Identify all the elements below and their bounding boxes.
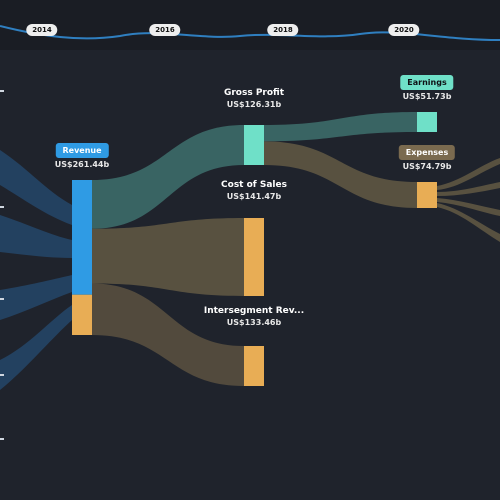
incoming-flow	[0, 305, 72, 390]
left-axis-tick	[0, 206, 4, 208]
link-revenue-gross_profit	[92, 125, 244, 229]
node-label-nonsegment: Intersegment Rev... US$133.46b	[204, 306, 304, 327]
left-axis-tick	[0, 374, 4, 376]
node-revenue-upper[interactable]	[72, 180, 92, 295]
node-name: Revenue	[55, 143, 109, 158]
left-axis-tick	[0, 298, 4, 300]
node-value: US$126.31b	[226, 100, 282, 109]
outgoing-flow	[437, 198, 500, 216]
timeline-year[interactable]: 2014	[26, 24, 58, 36]
incoming-flow	[0, 275, 72, 320]
node-revenue-lower[interactable]	[72, 294, 92, 335]
timeline-band	[0, 0, 500, 50]
incoming-flow	[0, 215, 72, 258]
link-revenue-nonsegment	[92, 283, 244, 386]
node-name: Intersegment Rev...	[203, 306, 305, 316]
node-name: Expenses	[398, 145, 456, 160]
node-value: US$141.47b	[226, 192, 282, 201]
node-expenses[interactable]	[417, 182, 437, 208]
left-axis-tick	[0, 90, 4, 92]
node-name: Cost of Sales	[221, 180, 287, 190]
timeline-year[interactable]: 2018	[267, 24, 299, 36]
outgoing-flow	[437, 203, 500, 242]
timeline-year[interactable]: 2020	[388, 24, 420, 36]
outgoing-flow	[437, 158, 500, 190]
outgoing-flow	[437, 182, 500, 196]
timeline-year[interactable]: 2016	[149, 24, 181, 36]
node-cost_of_sales[interactable]	[244, 218, 264, 296]
link-gross_profit-earnings	[264, 112, 417, 142]
node-name: Earnings	[400, 75, 454, 90]
node-value: US$133.46b	[226, 318, 282, 327]
node-nonsegment[interactable]	[244, 346, 264, 386]
left-axis-tick	[0, 438, 4, 440]
node-gross_profit[interactable]	[244, 125, 264, 165]
node-value: US$261.44b	[54, 160, 110, 169]
node-name: Gross Profit	[223, 88, 285, 98]
link-gross_profit-expenses	[264, 141, 417, 208]
incoming-flow	[0, 150, 72, 225]
node-earnings[interactable]	[417, 112, 437, 132]
node-value: US$74.79b	[402, 162, 452, 171]
node-value: US$51.73b	[402, 92, 452, 101]
link-revenue-cost_of_sales	[92, 218, 244, 296]
